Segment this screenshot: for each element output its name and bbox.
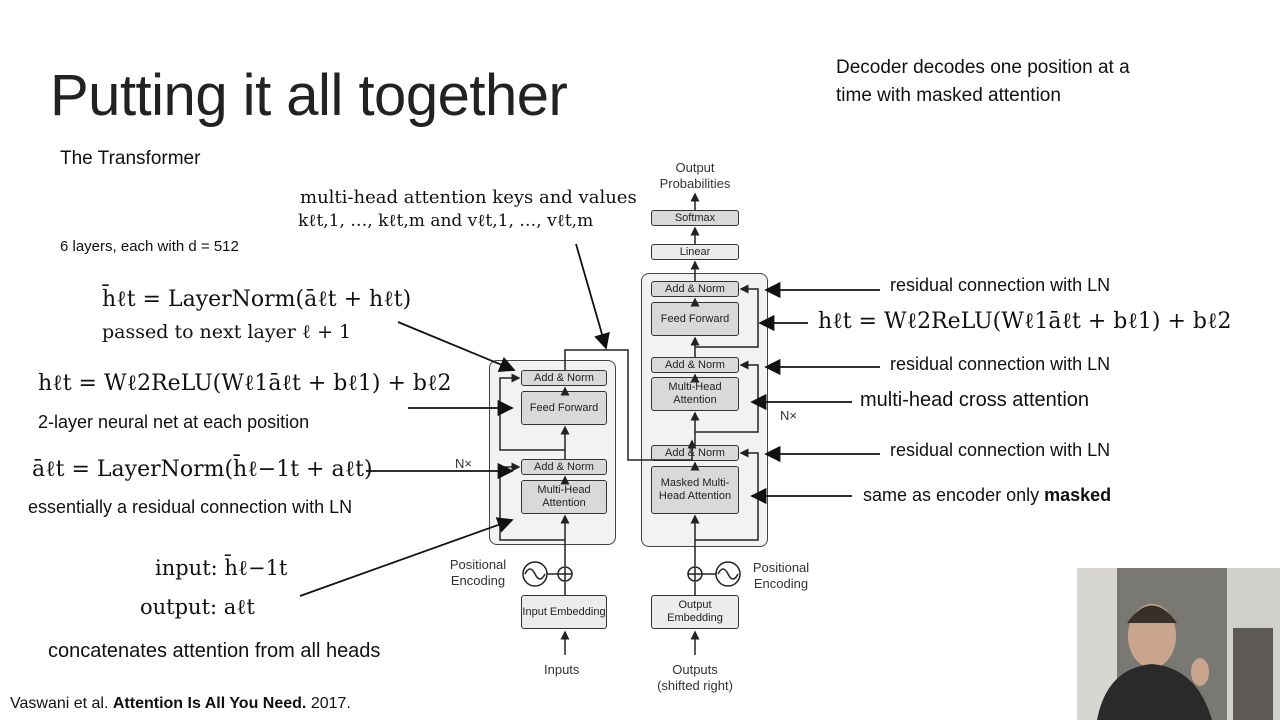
encoder-positional-encoding: Positional Encoding <box>449 557 507 588</box>
softmax-block: Softmax <box>651 210 739 226</box>
keys-values-label: multi-head attention keys and values <box>300 187 637 208</box>
residual-label-1: residual connection with LN <box>890 275 1111 295</box>
io-output: output: aℓt <box>140 595 255 619</box>
presenter-video-frame <box>1077 568 1280 720</box>
encoder-add-norm-bottom: Add & Norm <box>521 459 607 475</box>
slide-title: Putting it all together <box>50 63 568 128</box>
citation-prefix: Vaswani et al. <box>10 695 113 712</box>
output-embedding: Output Embedding <box>651 595 739 629</box>
decoder-masked-multi-head-attention: Masked Multi-Head Attention <box>651 466 739 514</box>
layers-note: 6 layers, each with d = 512 <box>60 238 239 255</box>
encoder-multi-head-attention: Multi-Head Attention <box>521 480 607 514</box>
decoder-positional-encoding: Positional Encoding <box>752 560 810 591</box>
cross-attention-label: multi-head cross attention <box>860 389 1090 411</box>
subtitle: The Transformer <box>60 148 201 169</box>
encoder-add-norm-top: Add & Norm <box>521 370 607 386</box>
citation-title: Attention Is All You Need. <box>112 695 307 712</box>
citation: Vaswani et al. Attention Is All You Need… <box>10 695 351 713</box>
masked-bold: masked <box>1044 485 1112 505</box>
eq-ffn-left: hℓt = Wℓ2ReLU(Wℓ1āℓt + bℓ1) + bℓ2 <box>38 371 452 396</box>
residual-note-left: essentially a residual connection with L… <box>28 497 353 517</box>
keys-values-math: kℓt,1, …, kℓt,m and vℓt,1, …, vℓt,m <box>298 211 594 231</box>
masked-label: same as encoder only masked <box>863 485 1111 506</box>
encoder-nx-label: N× <box>455 456 472 471</box>
output-probabilities-label: Output Probabilities <box>659 160 731 191</box>
encoder-stack <box>489 360 616 545</box>
masked-prefix: same as encoder only <box>863 485 1045 505</box>
residual-label-2: residual connection with LN <box>890 354 1111 374</box>
presenter-webcam <box>1077 568 1280 720</box>
decoder-feed-forward: Feed Forward <box>651 302 739 336</box>
input-embedding: Input Embedding <box>521 595 607 629</box>
outputs-label: Outputs (shifted right) <box>657 662 733 693</box>
ffn-note: 2-layer neural net at each position <box>38 412 310 432</box>
decoder-add-norm-top: Add & Norm <box>651 281 739 297</box>
linear-block: Linear <box>651 244 739 260</box>
eq-ffn-right: hℓt = Wℓ2ReLU(Wℓ1āℓt + bℓ1) + bℓ2 <box>818 309 1232 334</box>
concat-note: concatenates attention from all heads <box>48 640 381 662</box>
eq-layernorm-out-note: passed to next layer ℓ + 1 <box>102 321 352 343</box>
eq-layernorm-out: h̄ℓt = LayerNorm(āℓt + hℓt) <box>102 287 412 312</box>
decoder-add-norm-middle: Add & Norm <box>651 357 739 373</box>
inputs-label: Inputs <box>544 662 580 677</box>
decoder-note-line1: Decoder decodes one position at a <box>836 57 1130 78</box>
decoder-note-line2: time with masked attention <box>836 85 1061 106</box>
decoder-multi-head-attention: Multi-Head Attention <box>651 377 739 411</box>
io-input: input: h̄ℓ−1t <box>155 556 288 580</box>
eq-layernorm-attn: āℓt = LayerNorm(h̄ℓ−1t + aℓt) <box>32 457 373 482</box>
decoder-nx-label: N× <box>780 408 797 423</box>
citation-year: 2017. <box>306 695 351 712</box>
residual-label-3: residual connection with LN <box>890 440 1111 460</box>
decoder-add-norm-bottom: Add & Norm <box>651 445 739 461</box>
